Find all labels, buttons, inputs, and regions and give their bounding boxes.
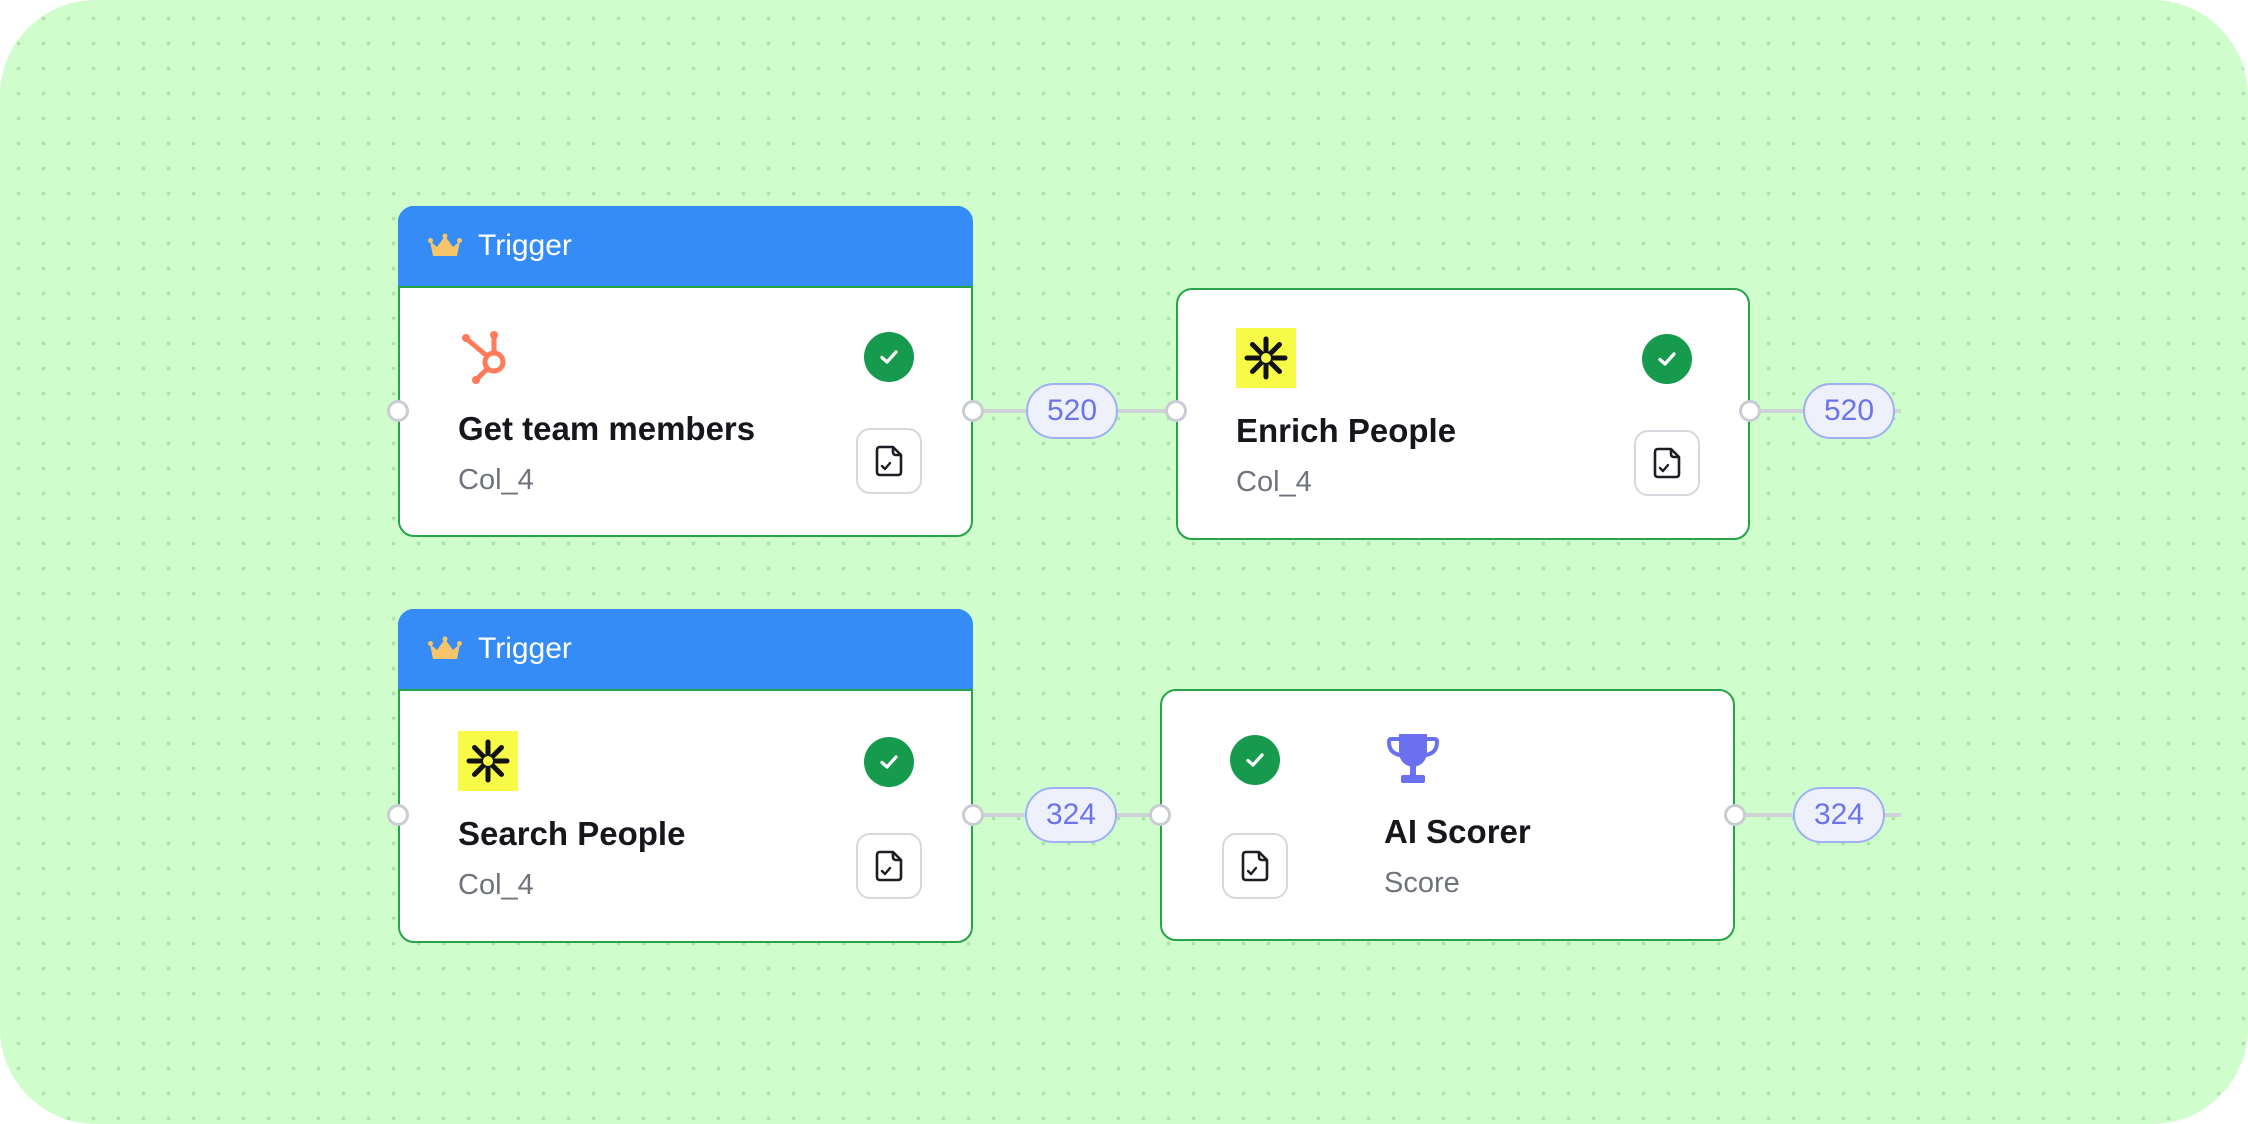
node-enrich-people[interactable]: Enrich People Col_4: [1176, 288, 1750, 540]
trigger-label: Trigger: [478, 229, 572, 262]
trigger-header: Trigger: [398, 609, 973, 691]
document-check-icon: [875, 445, 903, 477]
node-input-port[interactable]: [387, 400, 409, 422]
node-subtitle: Col_4: [1236, 466, 1312, 498]
node-ai-scorer[interactable]: AI Scorer Score: [1160, 689, 1735, 941]
node-title: Search People: [458, 815, 686, 852]
record-count-badge[interactable]: 324: [1793, 787, 1885, 843]
node-input-port[interactable]: [387, 804, 409, 826]
node-title: Get team members: [458, 410, 756, 447]
trigger-label: Trigger: [478, 632, 572, 665]
node-output-port[interactable]: [1739, 400, 1761, 422]
view-data-button[interactable]: [856, 833, 922, 899]
node-output-port[interactable]: [962, 804, 984, 826]
crown-icon: [428, 233, 462, 256]
node-search-people[interactable]: Trigger Search People Col_4: [398, 609, 973, 943]
node-title: Enrich People: [1236, 412, 1457, 449]
node-title: AI Scorer: [1384, 813, 1531, 850]
node-subtitle: Col_4: [458, 464, 534, 496]
success-check-icon: [1230, 735, 1280, 785]
node-subtitle: Col_4: [458, 869, 534, 901]
view-data-button[interactable]: [856, 428, 922, 494]
trigger-header: Trigger: [398, 206, 973, 288]
trophy-icon: [1386, 734, 1440, 783]
sparkle-icon: [1236, 328, 1296, 388]
success-check-icon: [1642, 334, 1692, 384]
node-input-port[interactable]: [1149, 804, 1171, 826]
document-check-icon: [1653, 447, 1681, 479]
crown-icon: [428, 636, 462, 659]
node-subtitle: Score: [1384, 867, 1460, 899]
view-data-button[interactable]: [1222, 833, 1288, 899]
success-check-icon: [864, 737, 914, 787]
node-input-port[interactable]: [1165, 400, 1187, 422]
record-count-badge[interactable]: 520: [1026, 383, 1118, 439]
sparkle-icon: [458, 731, 518, 791]
view-data-button[interactable]: [1634, 430, 1700, 496]
document-check-icon: [875, 850, 903, 882]
record-count-badge[interactable]: 324: [1025, 787, 1117, 843]
record-count-badge[interactable]: 520: [1803, 383, 1895, 439]
node-output-port[interactable]: [1724, 804, 1746, 826]
document-check-icon: [1241, 850, 1269, 882]
success-check-icon: [864, 332, 914, 382]
node-output-port[interactable]: [962, 400, 984, 422]
node-get-team-members[interactable]: Trigger Get team members Col_4: [398, 206, 973, 537]
hubspot-icon: [462, 331, 506, 384]
